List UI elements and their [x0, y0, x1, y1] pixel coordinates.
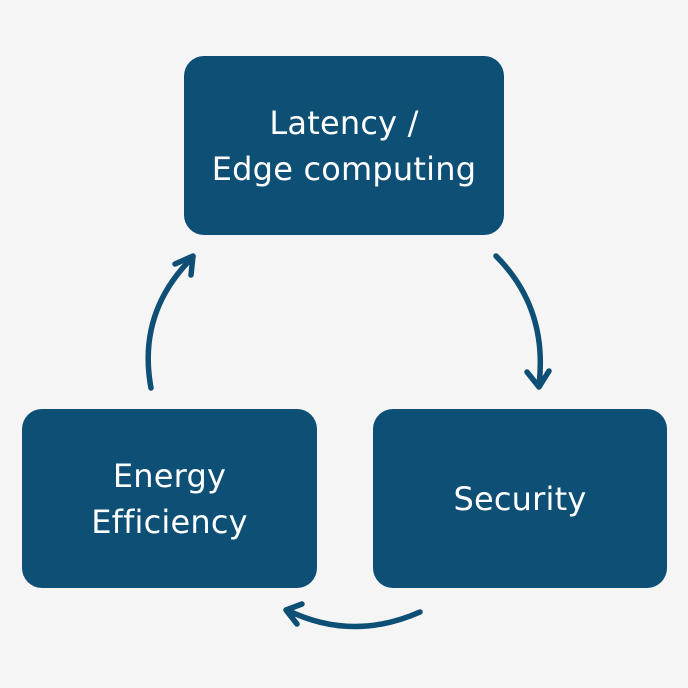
node-latency-line1: Latency /	[269, 103, 419, 142]
node-energy-efficiency: Energy Efficiency	[22, 409, 317, 588]
arrow-energy-to-latency	[145, 253, 196, 391]
node-security: Security	[373, 409, 667, 588]
arrow-latency-to-security	[493, 253, 552, 390]
node-latency-line2: Edge computing	[211, 149, 477, 188]
arrow-energy-to-latency-head	[172, 253, 196, 278]
arrow-security-to-energy-shaft	[284, 607, 423, 630]
arrow-security-to-energy-head	[283, 601, 305, 627]
node-latency-edge-computing: Latency / Edge computing	[184, 56, 504, 235]
node-energy-line1: Energy	[112, 456, 227, 495]
arrow-latency-to-security-shaft	[493, 253, 544, 388]
node-security-label: Security	[453, 479, 587, 518]
node-energy-line2: Efficiency	[91, 502, 248, 541]
arrow-security-to-energy	[283, 601, 423, 630]
arrow-latency-to-security-head	[524, 368, 552, 390]
arrow-energy-to-latency-shaft	[145, 254, 196, 391]
